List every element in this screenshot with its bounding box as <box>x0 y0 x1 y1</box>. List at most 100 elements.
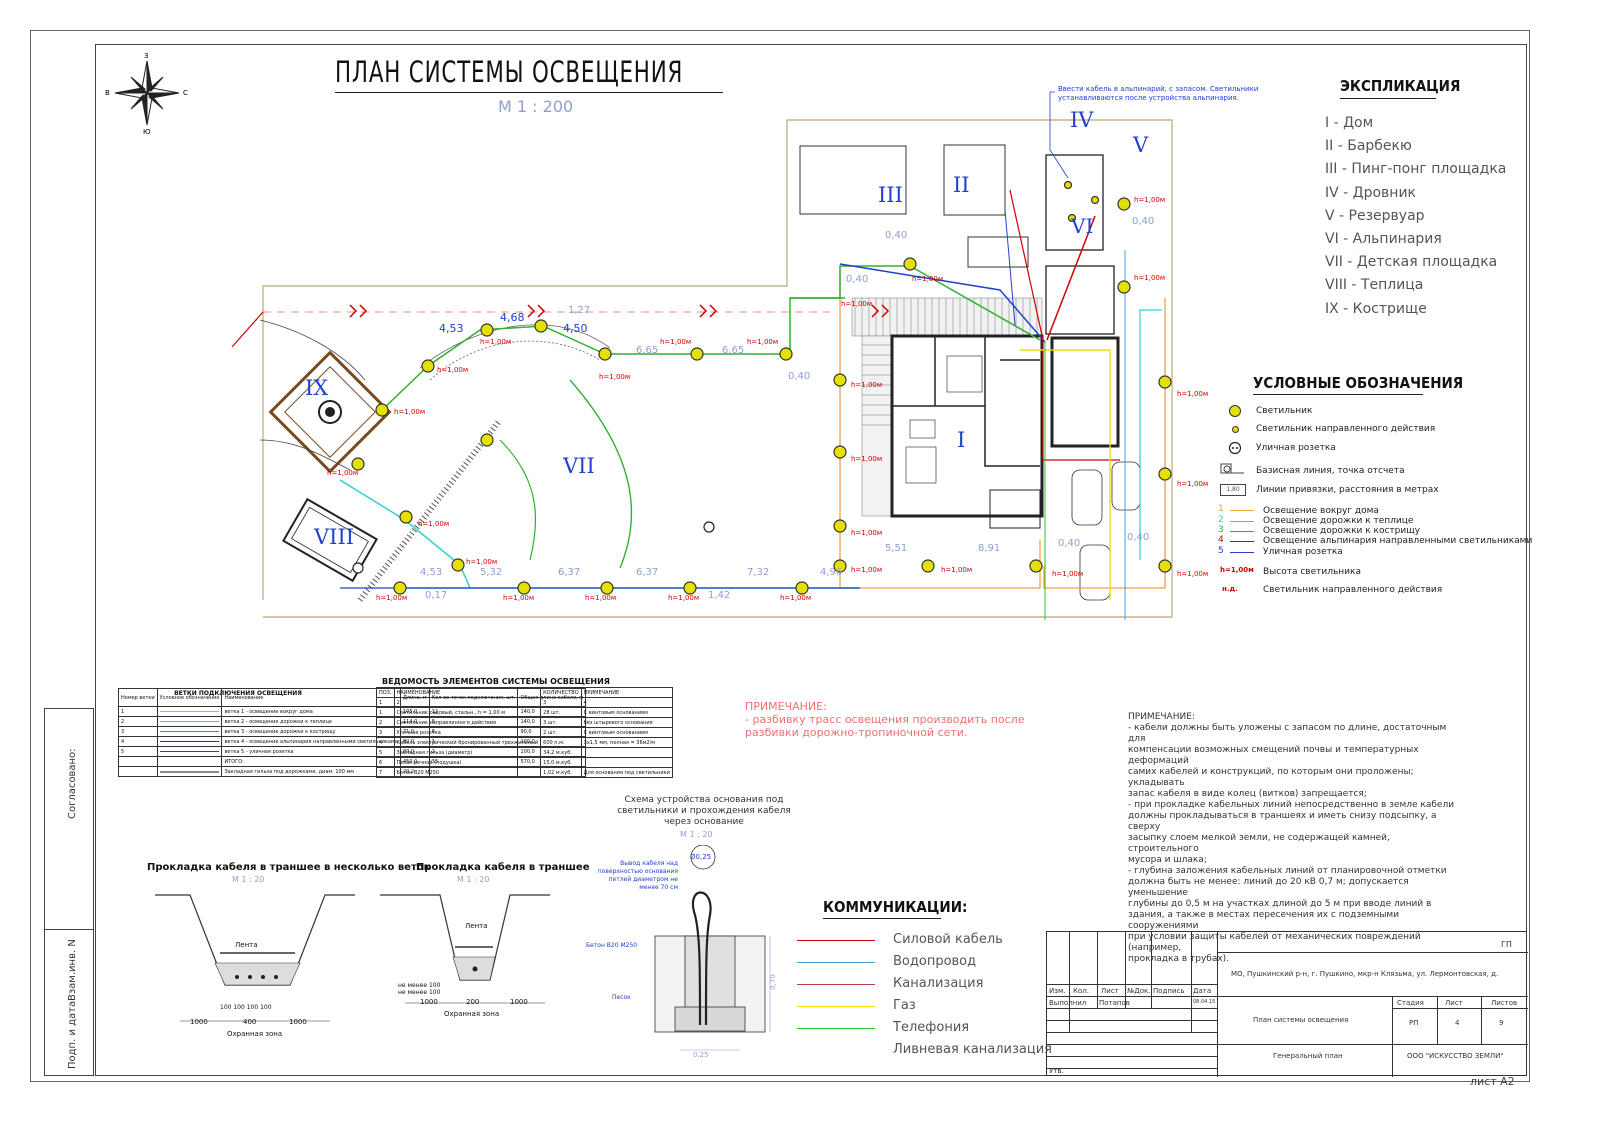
section3-sand: Песок <box>612 994 631 1001</box>
plan-lamp <box>480 433 494 447</box>
zone-II-area <box>943 144 1006 216</box>
dim-label: 5,51 <box>885 543 908 554</box>
plan-lamp <box>833 559 847 573</box>
explication-item: II - Барбекю <box>1325 138 1412 155</box>
height-label: h=1,00м <box>851 566 883 574</box>
note-red-line: - разбивку трасс освещения производить п… <box>745 713 1025 726</box>
note-red-head: ПРИМЕЧАНИЕ: <box>745 700 827 713</box>
plan-lamp <box>903 257 917 271</box>
zone-label-IV: IV <box>1070 108 1094 132</box>
legend-lamp-label: Светильник <box>1256 406 1313 416</box>
section1-d3: 1000 <box>289 1018 307 1026</box>
section2-d1: 1000 <box>420 998 438 1006</box>
dim-label: 4,53 <box>439 322 464 335</box>
sheet-label: лист А2 <box>1470 1075 1515 1088</box>
site-boundary <box>262 119 1173 618</box>
legend-dir-label: Светильник направленного действия <box>1263 585 1443 595</box>
height-label: h=1,00м <box>1134 274 1166 282</box>
tb-sheet-title: План системы освещения <box>1253 1016 1349 1024</box>
dim-label: 4,50 <box>563 322 588 335</box>
comm-label: Водопровод <box>893 954 977 969</box>
comm-label: Газ <box>893 998 916 1013</box>
tb-col: Подпись <box>1153 987 1185 995</box>
legend-baseline-label: Базисная линия, точка отсчета <box>1256 466 1405 476</box>
plan-directional-lamp <box>1063 180 1073 190</box>
dim-label: 6,65 <box>636 345 659 356</box>
legend-underline <box>1253 394 1423 395</box>
height-label: h=1,00м <box>437 366 469 374</box>
explication-item: I - Дом <box>1325 115 1374 131</box>
dim-label: 0,40 <box>1127 532 1150 543</box>
tb-approve: Утв. <box>1049 1067 1064 1075</box>
plan-lamp <box>393 581 407 595</box>
height-label: h=1,00м <box>1177 570 1209 578</box>
socket-icon <box>1228 441 1242 455</box>
section3-height: 0,70 <box>768 974 777 990</box>
section1-d4: 100 100 100 100 <box>220 1004 272 1011</box>
plan-lamp <box>921 559 935 573</box>
branch-line-2 <box>1230 521 1254 522</box>
plan-lamp <box>480 323 494 337</box>
height-label: h=1,00м <box>668 594 700 602</box>
section3-title: Схема устройства основания под светильни… <box>617 795 791 827</box>
comm-label: Канализация <box>893 976 984 991</box>
dim-label: 4,96 <box>820 567 843 578</box>
height-label: h=1,00м <box>327 469 359 477</box>
height-label: h=1,00м <box>851 529 883 537</box>
height-label: h=1,00м <box>780 594 812 602</box>
zone-label-VIII: VIII <box>314 525 355 549</box>
height-label: h=1,00м <box>480 338 512 346</box>
plan-lamp <box>600 581 614 595</box>
compass-n: З <box>144 52 149 60</box>
baseline-icon <box>1220 463 1244 474</box>
plan-lamp <box>690 347 704 361</box>
dim-label: 0,40 <box>1058 538 1081 549</box>
section2-title: Прокладка кабеля в траншее <box>416 862 590 873</box>
plan-lamp <box>833 373 847 387</box>
tb-company: ООО "ИСКУССТВО ЗЕМЛИ" <box>1407 1052 1504 1060</box>
explication-item: IX - Кострище <box>1325 300 1427 317</box>
branch-num: 3 <box>1218 525 1224 535</box>
dim-label: 7,32 <box>747 567 770 578</box>
legend-socket-label: Уличная розетка <box>1256 443 1336 453</box>
comm-sample-power <box>797 940 875 941</box>
height-label: h=1,00м <box>660 338 692 346</box>
branch-label: Освещение вокруг дома <box>1263 506 1379 516</box>
table1-header: Номер ветки <box>118 688 158 707</box>
plan-lamp <box>833 519 847 533</box>
plan-lamp <box>795 581 809 595</box>
section1-drawing <box>155 894 355 1022</box>
zone-IV-VI-area <box>1045 154 1104 251</box>
note-general: ПРИМЕЧАНИЕ: - кабели должны быть уложены… <box>1128 712 1458 965</box>
tb-stage: РП <box>1409 1019 1419 1027</box>
tb-plan-title: Генеральный план <box>1273 1052 1343 1060</box>
height-label: h=1,00м <box>851 381 883 389</box>
table2-header: КОЛИЧЕСТВО <box>540 687 582 698</box>
comm-sample-phone <box>797 1028 875 1029</box>
branch-label: Освещение дорожки к теплице <box>1263 516 1414 526</box>
tb-code: ГП <box>1501 940 1512 949</box>
section1-zone: Охранная зона <box>227 1030 283 1038</box>
height-label: h=1,00м <box>376 594 408 602</box>
dim-label: 0,40 <box>885 230 908 241</box>
tb-col: Лист <box>1101 987 1119 995</box>
title-block: ГП МО, Пушкинский р-н, г. Пушкино, мкр-н… <box>1046 931 1528 1077</box>
explication-title: ЭКСПЛИКАЦИЯ <box>1340 77 1461 95</box>
title-underline <box>335 92 723 93</box>
plan-socket-icon <box>703 521 715 533</box>
section1-title: Прокладка кабеля в траншее в несколько в… <box>147 862 431 873</box>
plan-directional-lamp <box>1067 213 1077 223</box>
comm-sample-sewer <box>797 984 875 985</box>
section1-scale: М 1 : 20 <box>232 875 265 884</box>
zone-label-I: I <box>957 428 966 452</box>
section3-drawing <box>654 845 771 1051</box>
height-symbol: h=1,00м <box>1220 566 1254 574</box>
tb-col: Изм. <box>1049 987 1066 995</box>
height-label: h=1,00м <box>503 594 535 602</box>
dim-label: 6,65 <box>722 345 745 356</box>
dim-label: 4,53 <box>420 567 443 578</box>
house-I <box>890 334 1120 529</box>
plan-lamp <box>598 347 612 361</box>
branch-num: 5 <box>1218 546 1224 556</box>
